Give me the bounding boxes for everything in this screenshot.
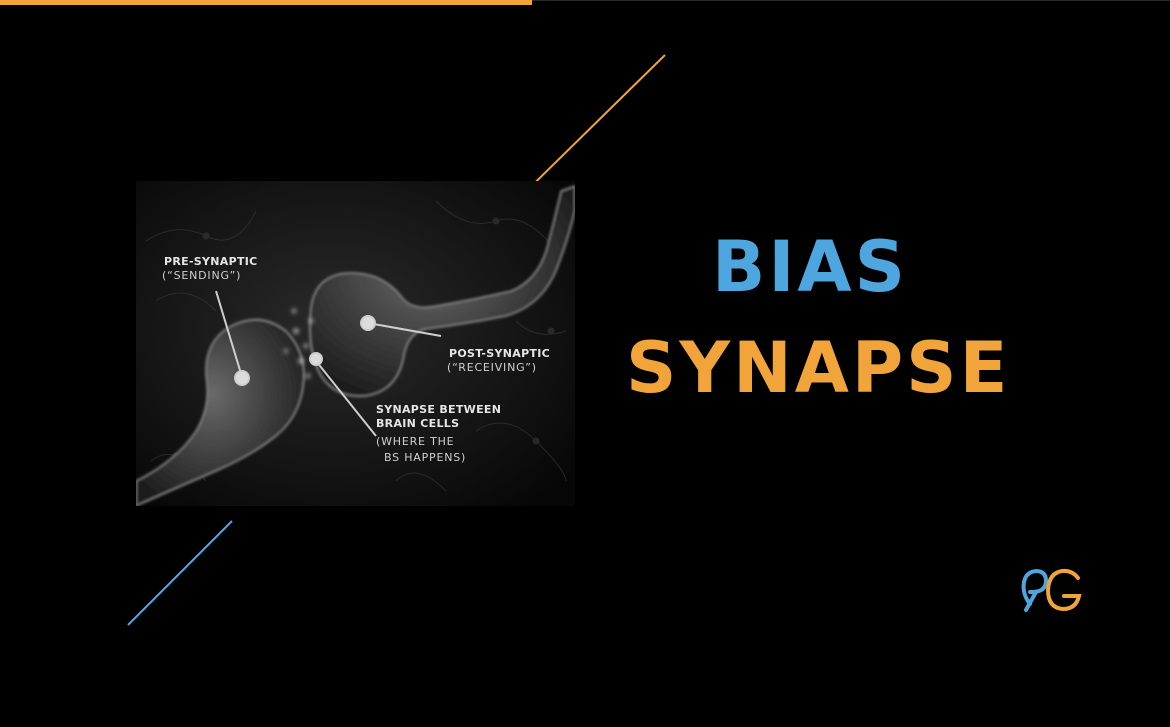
post-synaptic-sublabel: (“RECEIVING”) <box>447 361 537 374</box>
slide-title-line-1: BIAS <box>712 226 908 308</box>
synapse-figure: PRE-SYNAPTIC (“SENDING”) POST-SYNAPTIC (… <box>136 181 575 506</box>
pointer-lines <box>215 290 442 437</box>
synapse-gap-label-line-1: SYNAPSE BETWEEN <box>376 403 502 416</box>
top-accent-bar <box>0 0 532 5</box>
blue-diagonal-line <box>127 520 233 626</box>
top-hairline <box>532 0 1170 1</box>
synapse-illustration <box>136 181 575 506</box>
logo-r-stroke <box>1021 568 1049 606</box>
neurotransmitter-particles <box>284 309 313 378</box>
slide-title-line-2: SYNAPSE <box>626 327 1011 409</box>
pre-synaptic-label: PRE-SYNAPTIC <box>164 255 258 268</box>
synapse-gap-sublabel-line-1: (WHERE THE <box>376 435 455 448</box>
logo-r-leg <box>1024 590 1038 612</box>
synapse-gap-label-line-2: BRAIN CELLS <box>376 417 460 430</box>
post-synaptic-label: POST-SYNAPTIC <box>449 347 551 360</box>
synapse-gap-sublabel-line-2: BS HAPPENS) <box>384 451 467 464</box>
logo-g-stroke <box>1045 568 1082 612</box>
pre-synaptic-sublabel: (“SENDING”) <box>162 269 242 282</box>
pre-synaptic-cell <box>136 318 305 506</box>
rg-monogram-icon <box>1021 568 1082 612</box>
post-synaptic-cell <box>309 185 575 398</box>
